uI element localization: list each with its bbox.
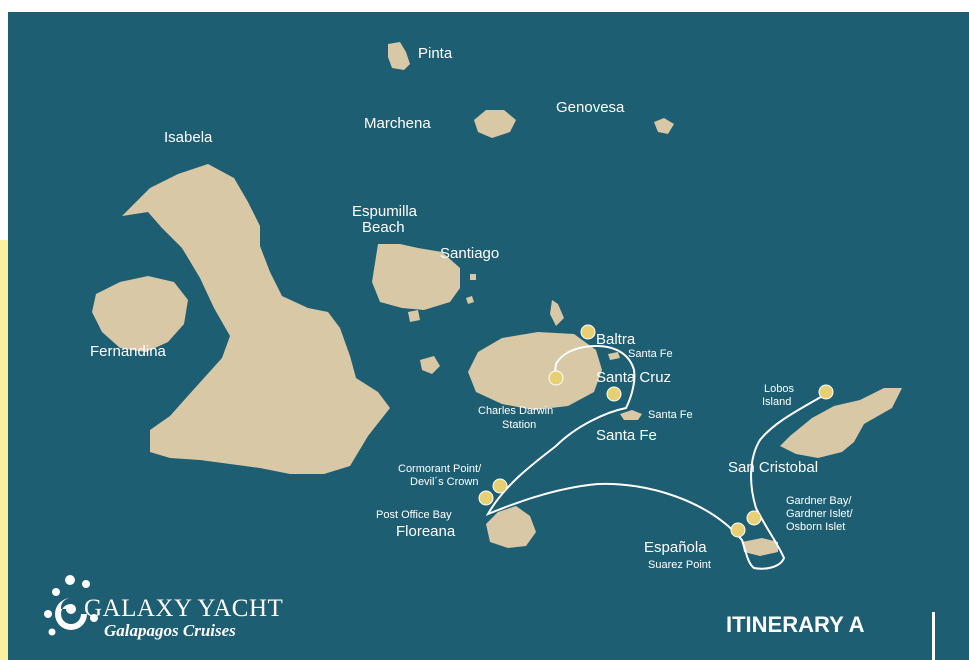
label-site-lobos-line1: Lobos xyxy=(764,383,794,395)
label-site-gardner-line3: Osborn Islet xyxy=(786,521,845,533)
label-santa-cruz: Santa Cruz xyxy=(596,369,671,386)
island-genovesa-shape xyxy=(654,118,674,134)
island-fernandina-shape xyxy=(92,276,188,352)
islet-near-santiago-2 xyxy=(470,274,476,280)
marker-suarez xyxy=(730,522,746,538)
turtle-swirl-icon xyxy=(44,575,98,636)
marker-gardner xyxy=(746,510,762,526)
island-marchena-shape xyxy=(474,110,516,138)
cruise-route-line xyxy=(485,344,827,570)
marker-baltra xyxy=(580,324,596,340)
label-site-santa-fe-north: Santa Fe xyxy=(628,348,673,360)
label-santa-fe: Santa Fe xyxy=(596,427,657,444)
marker-santa-fe xyxy=(606,386,622,402)
island-pinta-shape xyxy=(388,42,410,70)
label-espanola: Española xyxy=(644,539,707,556)
label-site-santa-fe-south: Santa Fe xyxy=(648,409,693,421)
islet-pinzon xyxy=(420,356,440,374)
galapagos-itinerary-map: Pinta Marchena Genovesa Isabela Fernandi… xyxy=(8,12,969,660)
islet-plaza xyxy=(608,352,620,360)
label-site-suarez: Suarez Point xyxy=(648,559,711,571)
label-pinta: Pinta xyxy=(418,45,453,62)
marker-charles-darwin xyxy=(548,370,564,386)
label-site-post-office: Post Office Bay xyxy=(376,509,452,521)
label-genovesa: Genovesa xyxy=(556,99,625,116)
label-baltra: Baltra xyxy=(596,331,636,348)
brand-tagline: Galapagos Cruises xyxy=(104,621,236,640)
label-fernandina: Fernandina xyxy=(90,343,167,360)
islet-north-seymour xyxy=(550,300,564,326)
label-site-cormorant-line2: Devil´s Crown xyxy=(410,476,478,488)
island-santa-fe-shape xyxy=(620,410,642,420)
label-site-cormorant-line1: Cormorant Point/ xyxy=(398,463,482,475)
island-isabela-shape xyxy=(122,164,390,474)
island-floreana-shape xyxy=(486,506,536,548)
label-site-charles-darwin-line1: Charles Darwin xyxy=(478,405,553,417)
label-santiago: Santiago xyxy=(440,245,499,262)
label-isabela: Isabela xyxy=(164,129,213,146)
itinerary-divider xyxy=(932,612,935,660)
brand-logo: GALAXY YACHT Galapagos Cruises xyxy=(44,575,283,640)
label-site-lobos-line2: Island xyxy=(762,396,791,408)
itinerary-title: ITINERARY A xyxy=(726,612,865,637)
label-san-cristobal: San Cristobal xyxy=(728,459,818,476)
island-san-cristobal-shape xyxy=(780,388,902,458)
label-site-gardner-line1: Gardner Bay/ xyxy=(786,495,852,507)
marker-post-office xyxy=(478,490,494,506)
label-site-gardner-line2: Gardner Islet/ xyxy=(786,508,854,520)
marker-lobos xyxy=(818,384,834,400)
island-espanola-shape xyxy=(742,538,778,556)
label-espumilla-line2: Beach xyxy=(362,219,405,236)
marker-cormorant xyxy=(492,478,508,494)
islet-rabida xyxy=(408,310,420,322)
brand-name: GALAXY YACHT xyxy=(84,595,283,622)
label-floreana: Floreana xyxy=(396,523,456,540)
islet-near-santiago-1 xyxy=(466,296,474,304)
label-site-charles-darwin-line2: Station xyxy=(502,419,536,431)
island-santiago-shape xyxy=(372,244,460,310)
label-espumilla-line1: Espumilla xyxy=(352,203,418,220)
label-marchena: Marchena xyxy=(364,115,431,132)
